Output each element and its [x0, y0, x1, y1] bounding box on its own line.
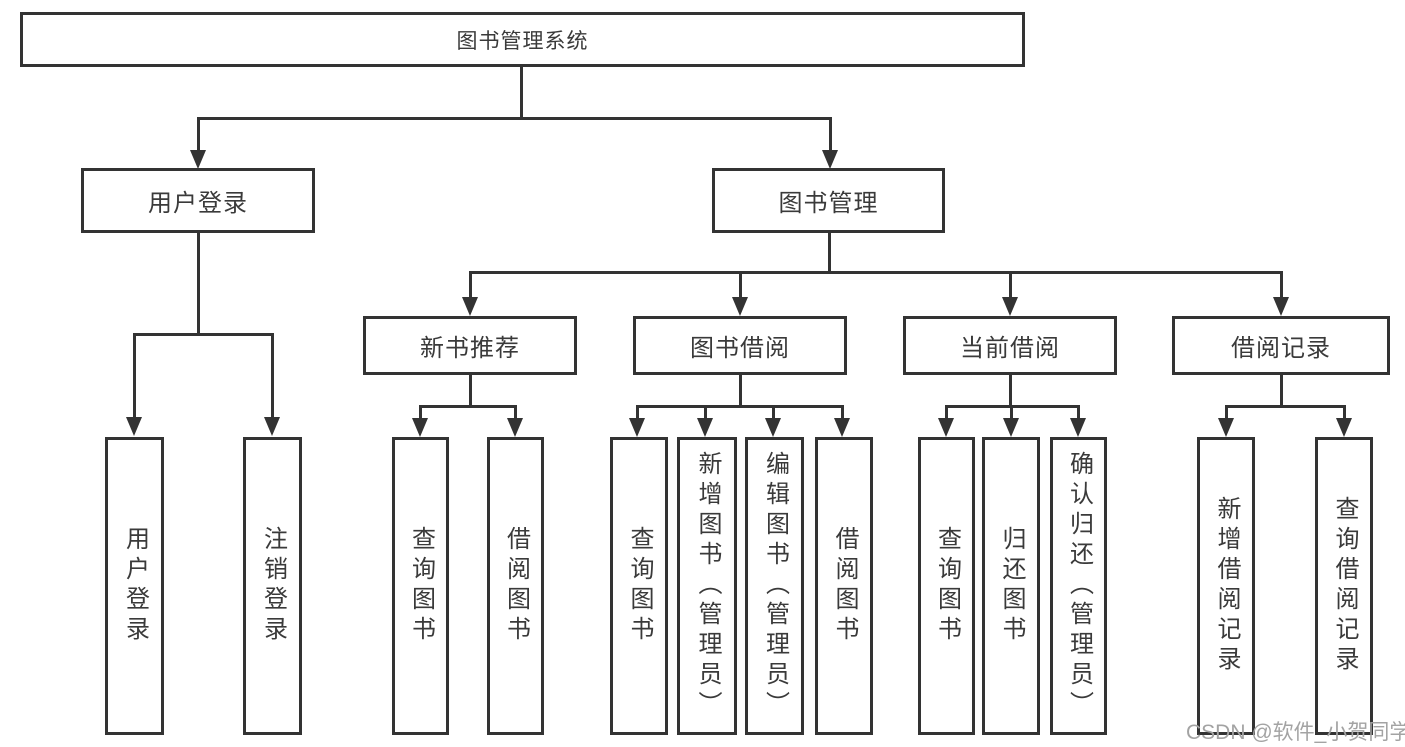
arrowhead-book-borrow — [732, 297, 748, 316]
arrowhead-bb-edit — [765, 418, 781, 437]
node-root: 图书管理系统 — [20, 12, 1025, 67]
arrowhead-book-management — [822, 150, 838, 169]
leaf-br-query-record: 查询借阅记录 — [1315, 437, 1373, 735]
arrowhead-cb-return — [1003, 418, 1019, 437]
arrowhead-br-add — [1218, 418, 1234, 437]
watermark-text: CSDN @软件_小贺同学 — [1186, 721, 1405, 744]
connector-drop-book-management — [829, 117, 832, 152]
connector-borrow-records-rail — [1225, 405, 1346, 408]
arrowhead-new-book — [462, 297, 478, 316]
leaf-bb-borrow-book: 借阅图书 — [815, 437, 873, 735]
connector-drop-bb-add — [704, 405, 707, 421]
leaf-bb-query-book: 查询图书 — [610, 437, 668, 735]
node-current-borrow: 当前借阅 — [903, 316, 1117, 375]
arrowhead-user-login — [190, 150, 206, 169]
arrowhead-login — [126, 417, 142, 436]
connector-drop-login — [133, 333, 136, 419]
connector-book-borrow-rail — [636, 405, 844, 408]
connector-drop-nb-borrow — [514, 405, 517, 421]
node-new-book-recommend: 新书推荐 — [363, 316, 577, 375]
connector-drop-nb-query — [419, 405, 422, 421]
leaf-br-add-record: 新增借阅记录 — [1197, 437, 1255, 735]
connector-borrow-records-stub — [1280, 373, 1283, 408]
connector-drop-br-add — [1225, 405, 1228, 421]
leaf-bb-add-book-admin: 新增图书（管理员） — [677, 437, 737, 735]
arrowhead-nb-borrow — [507, 418, 523, 437]
leaf-user-login: 用户登录 — [105, 437, 164, 735]
leaf-nb-borrow-book: 借阅图书 — [487, 437, 544, 735]
connector-book-borrow-stub — [739, 373, 742, 408]
arrowhead-logout — [264, 417, 280, 436]
connector-book-management-rail — [469, 271, 1282, 274]
arrowhead-br-query — [1336, 418, 1352, 437]
arrowhead-current-borrow — [1002, 297, 1018, 316]
connector-root-stub — [520, 67, 523, 118]
connector-drop-new-book — [469, 271, 472, 299]
connector-drop-user-login — [197, 117, 200, 152]
node-book-management: 图书管理 — [712, 168, 945, 233]
arrowhead-borrow-records — [1273, 297, 1289, 316]
connector-drop-logout — [271, 333, 274, 419]
leaf-cb-query-book: 查询图书 — [918, 437, 975, 735]
connector-drop-bb-edit — [772, 405, 775, 421]
leaf-logout: 注销登录 — [243, 437, 302, 735]
connector-drop-br-query — [1343, 405, 1346, 421]
connector-new-book-rail — [419, 405, 517, 408]
connector-drop-book-borrow — [739, 271, 742, 299]
leaf-nb-query-book: 查询图书 — [392, 437, 449, 735]
leaf-cb-confirm-return-admin: 确认归还（管理员） — [1050, 437, 1107, 735]
connector-drop-current-borrow — [1009, 271, 1012, 299]
connector-user-login-rail — [133, 333, 274, 336]
node-borrow-records: 借阅记录 — [1172, 316, 1390, 375]
connector-drop-cb-confirm — [1077, 405, 1080, 421]
connector-drop-cb-query — [945, 405, 948, 421]
connector-book-management-stub — [828, 231, 831, 274]
leaf-cb-return-book: 归还图书 — [982, 437, 1040, 735]
connector-drop-bb-query — [636, 405, 639, 421]
arrowhead-cb-query — [938, 418, 954, 437]
connector-current-borrow-stub — [1009, 373, 1012, 408]
arrowhead-bb-query — [629, 418, 645, 437]
arrowhead-bb-add — [697, 418, 713, 437]
connector-root-rail — [197, 117, 832, 120]
arrowhead-cb-confirm — [1070, 418, 1086, 437]
node-user-login: 用户登录 — [81, 168, 315, 233]
leaf-bb-edit-book-admin: 编辑图书（管理员） — [745, 437, 804, 735]
connector-new-book-stub — [469, 373, 472, 408]
connector-drop-borrow-records — [1280, 271, 1283, 299]
node-book-borrow: 图书借阅 — [633, 316, 847, 375]
connector-drop-bb-borrow — [841, 405, 844, 421]
connector-user-login-stub — [197, 232, 200, 336]
connector-drop-cb-return — [1010, 405, 1013, 421]
arrowhead-bb-borrow — [834, 418, 850, 437]
arrowhead-nb-query — [412, 418, 428, 437]
